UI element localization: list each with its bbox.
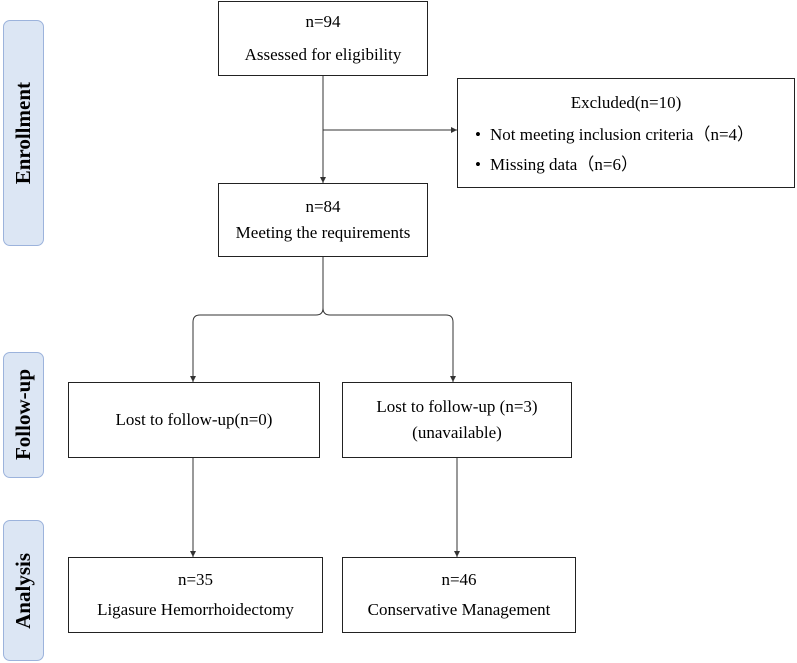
excluded-title: Excluded(n=10) xyxy=(570,93,682,112)
analysis-right-label: Conservative Management xyxy=(367,600,551,619)
lost-right-label: Lost to follow-up (n=3) xyxy=(376,397,538,416)
assessed-box: n=94 Assessed for eligibility xyxy=(218,1,428,76)
analysis-left-label: Ligasure Hemorrhoidectomy xyxy=(97,600,294,619)
follow-up-stage-text: Follow-up xyxy=(11,369,35,461)
lost-left-label: Lost to follow-up(n=0) xyxy=(115,410,273,429)
enrollment-stage-text: Enrollment xyxy=(11,81,35,185)
assessed-label: Assessed for eligibility xyxy=(244,45,402,64)
connector-branch-left xyxy=(190,307,324,382)
follow-up-stage-label: Follow-up xyxy=(3,352,44,478)
analysis-stage-text: Analysis xyxy=(11,552,35,629)
connector-branch-right xyxy=(322,307,456,382)
analysis-stage-label: Analysis xyxy=(3,520,44,661)
assessed-count: n=94 xyxy=(305,12,341,31)
excluded-reason-text: Not meeting inclusion criteria（n=4） xyxy=(490,125,755,144)
excluded-box: Excluded(n=10) Not meeting inclusion cri… xyxy=(457,78,795,188)
enrollment-stage-label: Enrollment xyxy=(3,20,44,246)
meeting-count: n=84 xyxy=(305,197,341,216)
analysis-left-count: n=35 xyxy=(177,570,214,589)
lost-right-sublabel: (unavailable) xyxy=(412,423,502,442)
lost-to-follow-up-right-box: Lost to follow-up (n=3) (unavailable) xyxy=(342,382,572,458)
bullet-icon xyxy=(475,120,490,150)
analysis-right-count: n=46 xyxy=(441,570,477,589)
excluded-reason-item: Missing data（n=6） xyxy=(475,150,794,180)
bullet-icon xyxy=(475,150,490,180)
excluded-reason-text: Missing data（n=6） xyxy=(490,155,638,174)
analysis-right-box: n=46 Conservative Management xyxy=(342,557,576,633)
lost-to-follow-up-left-box: Lost to follow-up(n=0) xyxy=(68,382,320,458)
meeting-requirements-box: n=84 Meeting the requirements xyxy=(218,183,428,257)
excluded-reason-item: Not meeting inclusion criteria（n=4） xyxy=(475,120,794,150)
analysis-left-box: n=35 Ligasure Hemorrhoidectomy xyxy=(68,557,323,633)
meeting-label: Meeting the requirements xyxy=(235,223,411,242)
excluded-reasons-list: Not meeting inclusion criteria（n=4） Miss… xyxy=(458,120,794,180)
